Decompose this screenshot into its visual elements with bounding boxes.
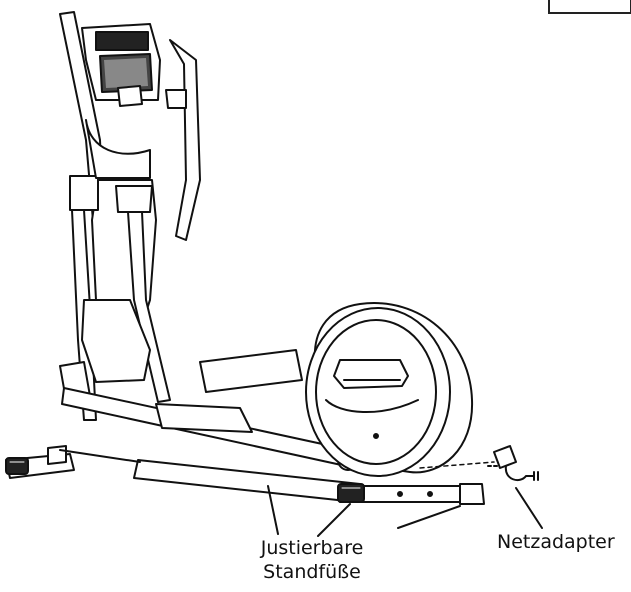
leader-lines: [267, 485, 543, 537]
power-cord: [419, 461, 495, 469]
pedal-linkage: [61, 299, 359, 471]
power-adapter-icon: [487, 445, 539, 482]
adjustable-feet-label-line2: Standfüße: [263, 561, 361, 583]
adjustable-foot-left: [5, 457, 29, 475]
power-adapter-label: Netzadapter: [497, 531, 615, 553]
adjustable-foot-right: [337, 483, 365, 503]
adjustable-feet-label: Justierbare Standfüße: [252, 536, 372, 584]
flywheel: [305, 302, 474, 477]
console: [81, 23, 161, 101]
adjustable-feet-label-line1: Justierbare: [260, 537, 364, 559]
